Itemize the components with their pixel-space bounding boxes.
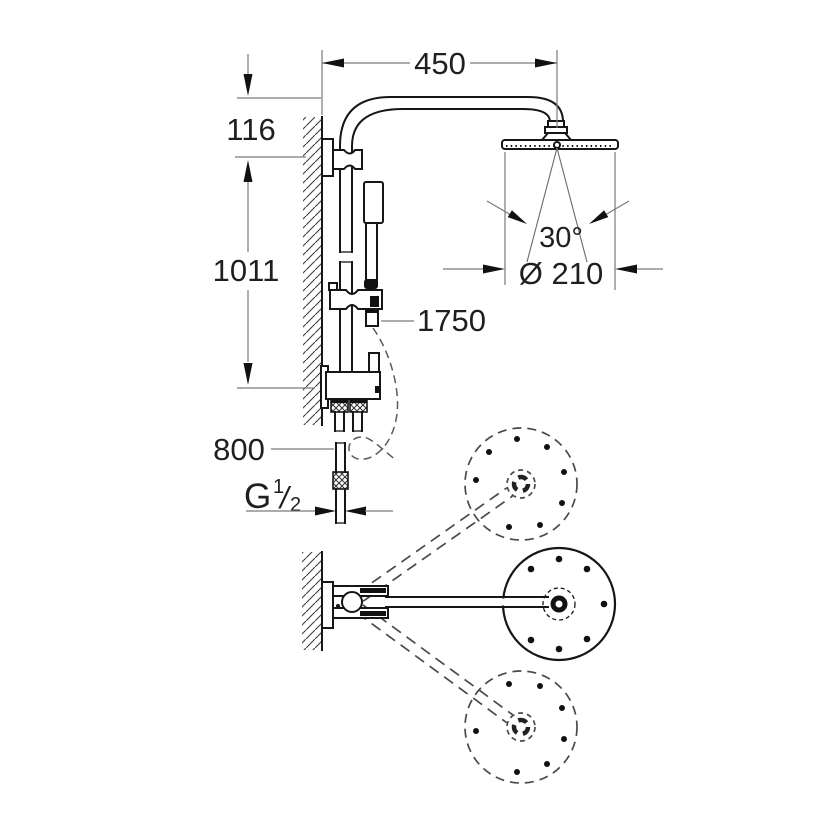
- swivel-bracket-plan: [321, 581, 389, 629]
- dimension-arm-reach: 450: [321, 46, 558, 128]
- rail-holder-diverter: [328, 282, 383, 327]
- dimension-supply-length: 800: [213, 432, 334, 467]
- ghost-position-lower: [356, 604, 578, 784]
- ghost-position-upper: [356, 427, 578, 602]
- plan-view: [302, 427, 617, 784]
- wall-section-front: [303, 116, 323, 426]
- dimensions: 450 116 1011 1750 800: [213, 46, 663, 516]
- dimension-head-diameter: Ø 210: [443, 152, 663, 291]
- dimension-arm-drop: 116: [226, 54, 321, 158]
- ghost-head-upper: [464, 427, 578, 541]
- shower-arm-pipe: [339, 96, 565, 153]
- dimension-swivel-angle: 30°: [486, 147, 630, 263]
- dim-diameter-label: Ø 210: [519, 256, 603, 291]
- wall-hatching-plan: [302, 552, 322, 650]
- valve-body: [320, 352, 381, 432]
- spray-nozzles-upper: [473, 436, 567, 530]
- head-shower: [501, 139, 619, 150]
- swivel-ball: [341, 591, 363, 613]
- thread-nut: [332, 471, 349, 490]
- dim-1011-label: 1011: [213, 253, 280, 288]
- dim-116-label: 116: [226, 112, 275, 147]
- shower-hose: [348, 327, 399, 462]
- front-elevation: [303, 96, 619, 524]
- dim-450-label: 450: [414, 46, 466, 81]
- thread-denominator: 2: [290, 494, 301, 516]
- wall-hatching: [303, 117, 322, 425]
- dim-800-label: 800: [213, 432, 265, 467]
- dim-30deg-label: 30°: [539, 222, 583, 254]
- supply-stubs: [334, 411, 363, 432]
- dim-1750-label: 1750: [417, 303, 486, 338]
- thread-letter: G: [244, 477, 271, 516]
- wall-section-plan: [302, 551, 323, 651]
- riser-rail: [339, 151, 353, 373]
- dimension-column-height: 1011: [213, 160, 315, 389]
- ghost-head-lower: [464, 670, 578, 784]
- supply-pipe: [332, 442, 349, 524]
- hand-shower: [363, 181, 384, 289]
- dimension-thread-size: G 1 / 2: [244, 476, 393, 516]
- thread-numerator: 1: [273, 476, 284, 498]
- union-nut-right: [349, 398, 368, 413]
- union-nut-left: [330, 398, 349, 413]
- spray-nozzles-solid: [527, 555, 608, 653]
- hand-shower-tip: [364, 279, 378, 289]
- head-ball-joint: [539, 120, 574, 141]
- head-shower-plan: [385, 546, 617, 662]
- wall-bracket-top: [321, 138, 363, 177]
- head-center: [553, 141, 561, 149]
- thread-slash: /: [278, 480, 292, 515]
- dimension-hose-length: 1750: [381, 303, 486, 338]
- spray-nozzles-lower: [473, 681, 567, 775]
